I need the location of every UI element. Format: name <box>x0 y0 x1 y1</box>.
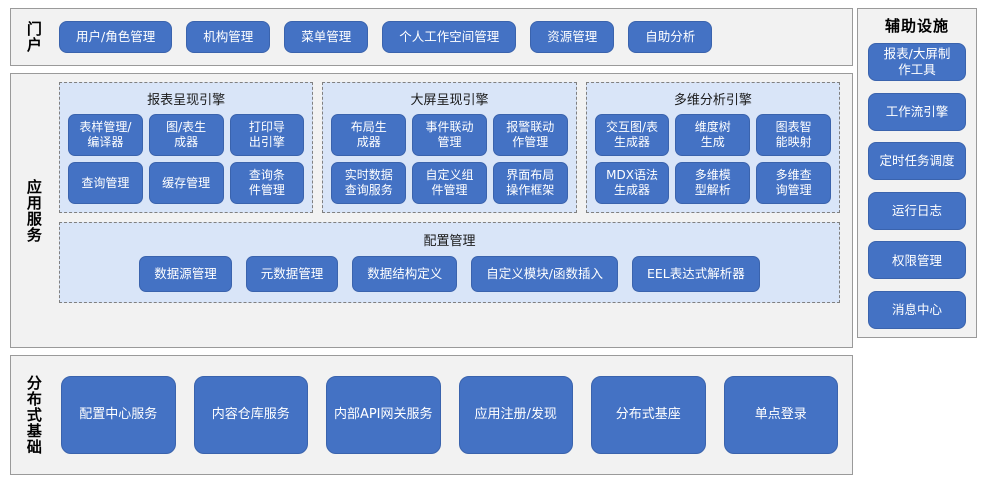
infrastructure-layer: 分布式基础 配置中心服务内容仓库服务内部API网关服务应用注册/发现分布式基座单… <box>10 355 853 475</box>
auxiliary-item[interactable]: 报表/大屏制 作工具 <box>868 43 966 81</box>
config-item[interactable]: EEL表达式解析器 <box>632 256 760 292</box>
infrastructure-item[interactable]: 配置中心服务 <box>61 376 176 454</box>
infrastructure-item[interactable]: 内部API网关服务 <box>326 376 441 454</box>
portal-item[interactable]: 个人工作空间管理 <box>382 21 517 53</box>
auxiliary-item[interactable]: 运行日志 <box>868 191 966 230</box>
application-service-body: 报表呈现引擎表样管理/ 编译器图/表生 成器打印导 出引擎查询管理缓存管理查询条… <box>55 74 852 347</box>
infrastructure-layer-label: 分布式基础 <box>24 375 43 455</box>
auxiliary-facilities-panel: 辅助设施 报表/大屏制 作工具工作流引擎定时任务调度运行日志权限管理消息中心 <box>857 8 977 338</box>
engine-group-title: 多维分析引擎 <box>673 93 752 108</box>
engine-groups: 报表呈现引擎表样管理/ 编译器图/表生 成器打印导 出引擎查询管理缓存管理查询条… <box>59 82 840 213</box>
infrastructure-item[interactable]: 内容仓库服务 <box>193 376 308 454</box>
infrastructure-item[interactable]: 单点登录 <box>723 376 838 454</box>
engine-group-items: 交互图/表 生成器维度树 生成图表智 能映射 MDX语法 生成器多维模 型解析多维… <box>594 114 831 204</box>
application-service-layer-label: 应用服务 <box>24 178 43 243</box>
config-item[interactable]: 数据结构定义 <box>352 256 458 292</box>
config-management-title: 配置管理 <box>423 234 476 249</box>
engine-item[interactable]: 布局生 成器 <box>331 114 407 156</box>
engine-item[interactable]: 实时数据 查询服务 <box>331 162 407 204</box>
auxiliary-item[interactable]: 消息中心 <box>868 290 966 329</box>
portal-item[interactable]: 菜单管理 <box>284 21 369 53</box>
config-management-group: 配置管理 数据源管理元数据管理数据结构定义自定义模块/函数插入 EEL表达式解析器 <box>59 222 840 303</box>
engine-group: 报表呈现引擎表样管理/ 编译器图/表生 成器打印导 出引擎查询管理缓存管理查询条… <box>59 82 314 213</box>
auxiliary-facilities-title: 辅助设施 <box>884 17 949 35</box>
auxiliary-item[interactable]: 定时任务调度 <box>868 142 966 181</box>
config-item[interactable]: 数据源管理 <box>139 256 232 292</box>
main-column: 门户 用户/角色管理机构管理菜单管理个人工作空间管理资源管理自助分析 应用服务 … <box>10 8 853 475</box>
engine-item[interactable]: 多维查 询管理 <box>756 162 831 204</box>
portal-item[interactable]: 机构管理 <box>186 21 271 53</box>
engine-item[interactable]: 报警联动 作管理 <box>492 114 568 156</box>
portal-layer-label: 门户 <box>24 21 43 53</box>
engine-item[interactable]: 打印导 出引擎 <box>229 114 305 156</box>
engine-item[interactable]: MDX语法 生成器 <box>594 162 670 204</box>
engine-item[interactable]: 交互图/表 生成器 <box>594 114 670 156</box>
portal-item[interactable]: 用户/角色管理 <box>59 21 173 53</box>
portal-layer: 门户 用户/角色管理机构管理菜单管理个人工作空间管理资源管理自助分析 <box>10 8 853 66</box>
engine-item[interactable]: 图/表生 成器 <box>148 114 224 156</box>
engine-item[interactable]: 自定义组 件管理 <box>412 162 487 204</box>
infrastructure-items: 配置中心服务内容仓库服务内部API网关服务应用注册/发现分布式基座单点登录 <box>55 356 852 474</box>
engine-item[interactable]: 事件联动 管理 <box>412 114 487 156</box>
engine-item[interactable]: 界面布局 操作框架 <box>492 162 568 204</box>
auxiliary-item[interactable]: 工作流引擎 <box>868 92 966 131</box>
engine-group-title: 大屏呈现引擎 <box>410 93 489 108</box>
engine-item[interactable]: 查询条 件管理 <box>229 162 305 204</box>
engine-group-items: 表样管理/ 编译器图/表生 成器打印导 出引擎查询管理缓存管理查询条 件管理 <box>68 114 305 204</box>
engine-group: 多维分析引擎交互图/表 生成器维度树 生成图表智 能映射 MDX语法 生成器多维模… <box>585 82 840 213</box>
config-item[interactable]: 自定义模块/函数插入 <box>471 256 618 292</box>
config-item[interactable]: 元数据管理 <box>245 256 339 292</box>
infrastructure-item[interactable]: 应用注册/发现 <box>458 376 573 454</box>
engine-item[interactable]: 查询管理 <box>68 162 143 204</box>
config-management-items: 数据源管理元数据管理数据结构定义自定义模块/函数插入 EEL表达式解析器 <box>70 256 829 292</box>
portal-items: 用户/角色管理机构管理菜单管理个人工作空间管理资源管理自助分析 <box>55 9 852 65</box>
auxiliary-item[interactable]: 权限管理 <box>868 241 966 280</box>
engine-item[interactable]: 表样管理/ 编译器 <box>68 114 143 156</box>
engine-group-title: 报表呈现引擎 <box>147 93 226 108</box>
engine-group-items: 布局生 成器事件联动 管理报警联动 作管理实时数据 查询服务自定义组 件管理界面… <box>331 114 568 204</box>
portal-item[interactable]: 资源管理 <box>530 21 615 53</box>
engine-item[interactable]: 多维模 型解析 <box>675 162 751 204</box>
infrastructure-item[interactable]: 分布式基座 <box>591 376 706 454</box>
engine-item[interactable]: 缓存管理 <box>148 162 224 204</box>
portal-item[interactable]: 自助分析 <box>628 21 713 53</box>
engine-item[interactable]: 维度树 生成 <box>675 114 751 156</box>
auxiliary-facilities-items: 报表/大屏制 作工具工作流引擎定时任务调度运行日志权限管理消息中心 <box>868 43 966 329</box>
engine-item[interactable]: 图表智 能映射 <box>756 114 831 156</box>
engine-group: 大屏呈现引擎布局生 成器事件联动 管理报警联动 作管理实时数据 查询服务自定义组… <box>322 82 577 213</box>
application-service-layer: 应用服务 报表呈现引擎表样管理/ 编译器图/表生 成器打印导 出引擎查询管理缓存… <box>10 73 853 348</box>
